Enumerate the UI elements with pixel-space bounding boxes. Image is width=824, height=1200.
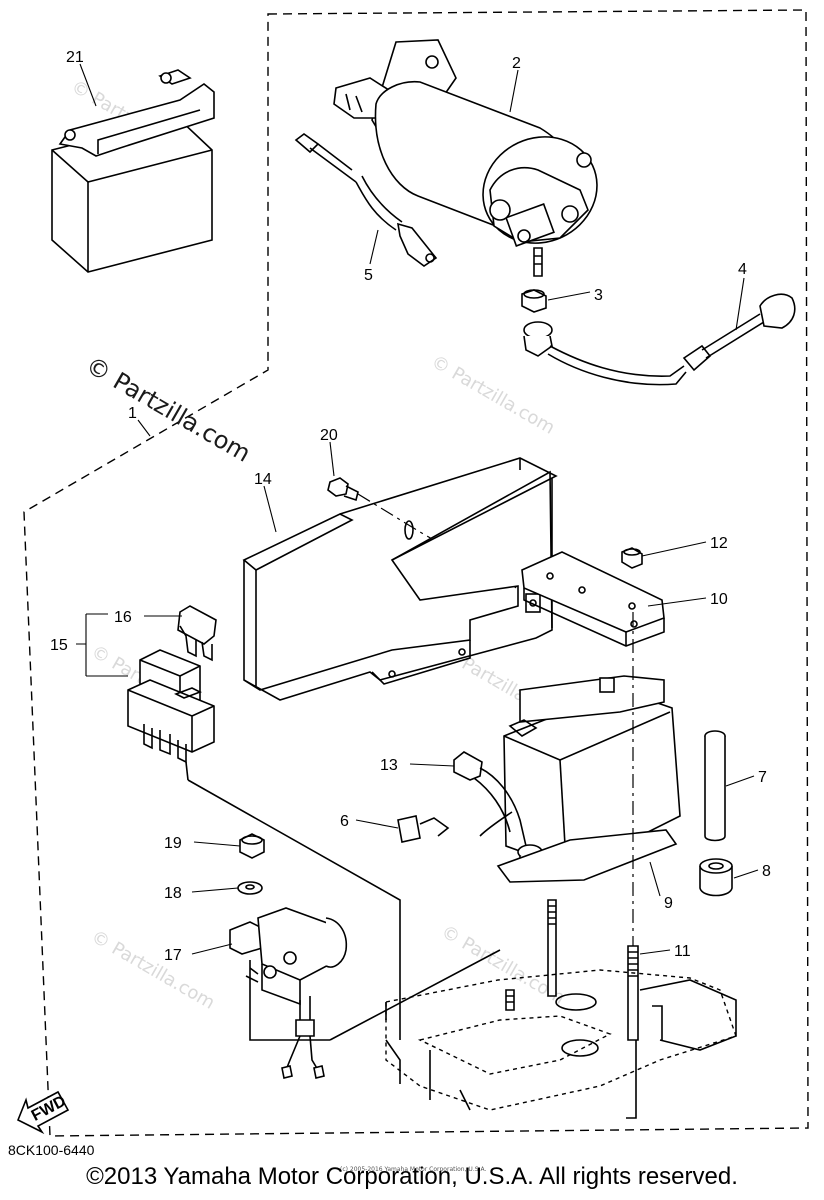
callout-8: 8 [762,863,771,880]
bracket-10-drawing [521,551,665,647]
callout-12: 12 [710,535,728,552]
insulator-plate-drawing [496,829,678,883]
callout-2: 2 [512,55,521,72]
stud-small-drawing [505,989,515,1011]
watermark-text: © Partzilla.com [428,351,559,439]
starter-motor-drawing [333,39,598,277]
nut-19-drawing [239,833,265,859]
callout-18: 18 [164,885,182,902]
callout-15: 15 [50,637,68,654]
bolt-tail [626,1040,637,1119]
stud-drawing [547,899,557,997]
assembly-boundary [23,9,809,1137]
callout-20: 20 [320,427,338,444]
starter-cable-drawing [523,293,796,386]
pad-drawing [397,815,421,843]
grommet-drawing [699,858,733,897]
callout-19: 19 [164,835,182,852]
part-code: 8CK100-6440 [8,1142,95,1158]
ground-lead-drawing [294,133,438,267]
watermark-text: © Partzilla.com [88,926,219,1014]
callout-16: 16 [114,609,132,626]
callout-4: 4 [738,261,747,278]
callout-21: 21 [66,49,84,66]
fine-print: (c) 2005-2016 Yamaha Motor Corporation, … [340,1166,487,1173]
nut-12-drawing [621,547,643,569]
battery-drawing [51,69,215,273]
washer-18-drawing [237,881,263,895]
relay-drawing [127,649,215,781]
callout-1: 1 [128,405,137,422]
callout-leaders [76,63,759,955]
bolt-hole [404,520,414,540]
watermark-main: © Partzilla.com [81,351,255,468]
callout-9: 9 [664,895,673,912]
callout-6: 6 [340,813,349,830]
bolt-drawing [327,477,359,502]
copyright-notice: ©2013 Yamaha Motor Corporation, U.S.A. A… [86,1163,738,1190]
callout-10: 10 [710,591,728,608]
cdi-unit-drawing [503,675,681,871]
fwd-arrow: FWD [16,1090,70,1135]
callout-5: 5 [364,267,373,284]
base-frame-drawing [385,969,737,1111]
bracket-plate-drawing [242,457,558,701]
callout-7: 7 [758,769,767,786]
callout-17: 17 [164,947,182,964]
callout-11: 11 [674,943,691,960]
relay-wire [187,779,401,1040]
long-bolt-drawing [627,945,639,1041]
pad-lead [419,817,450,837]
callout-14: 14 [254,471,272,488]
nut-drawing [521,289,547,313]
fuse-drawing [177,605,217,662]
collar-drawing [704,730,726,842]
callout-13: 13 [380,757,398,774]
callout-3: 3 [594,287,603,304]
relay-guide-line [249,949,501,1041]
callout-labels: 21 2 3 4 5 1 20 14 12 10 16 15 13 7 6 8 … [50,49,771,964]
starter-relay-drawing [229,907,348,1079]
